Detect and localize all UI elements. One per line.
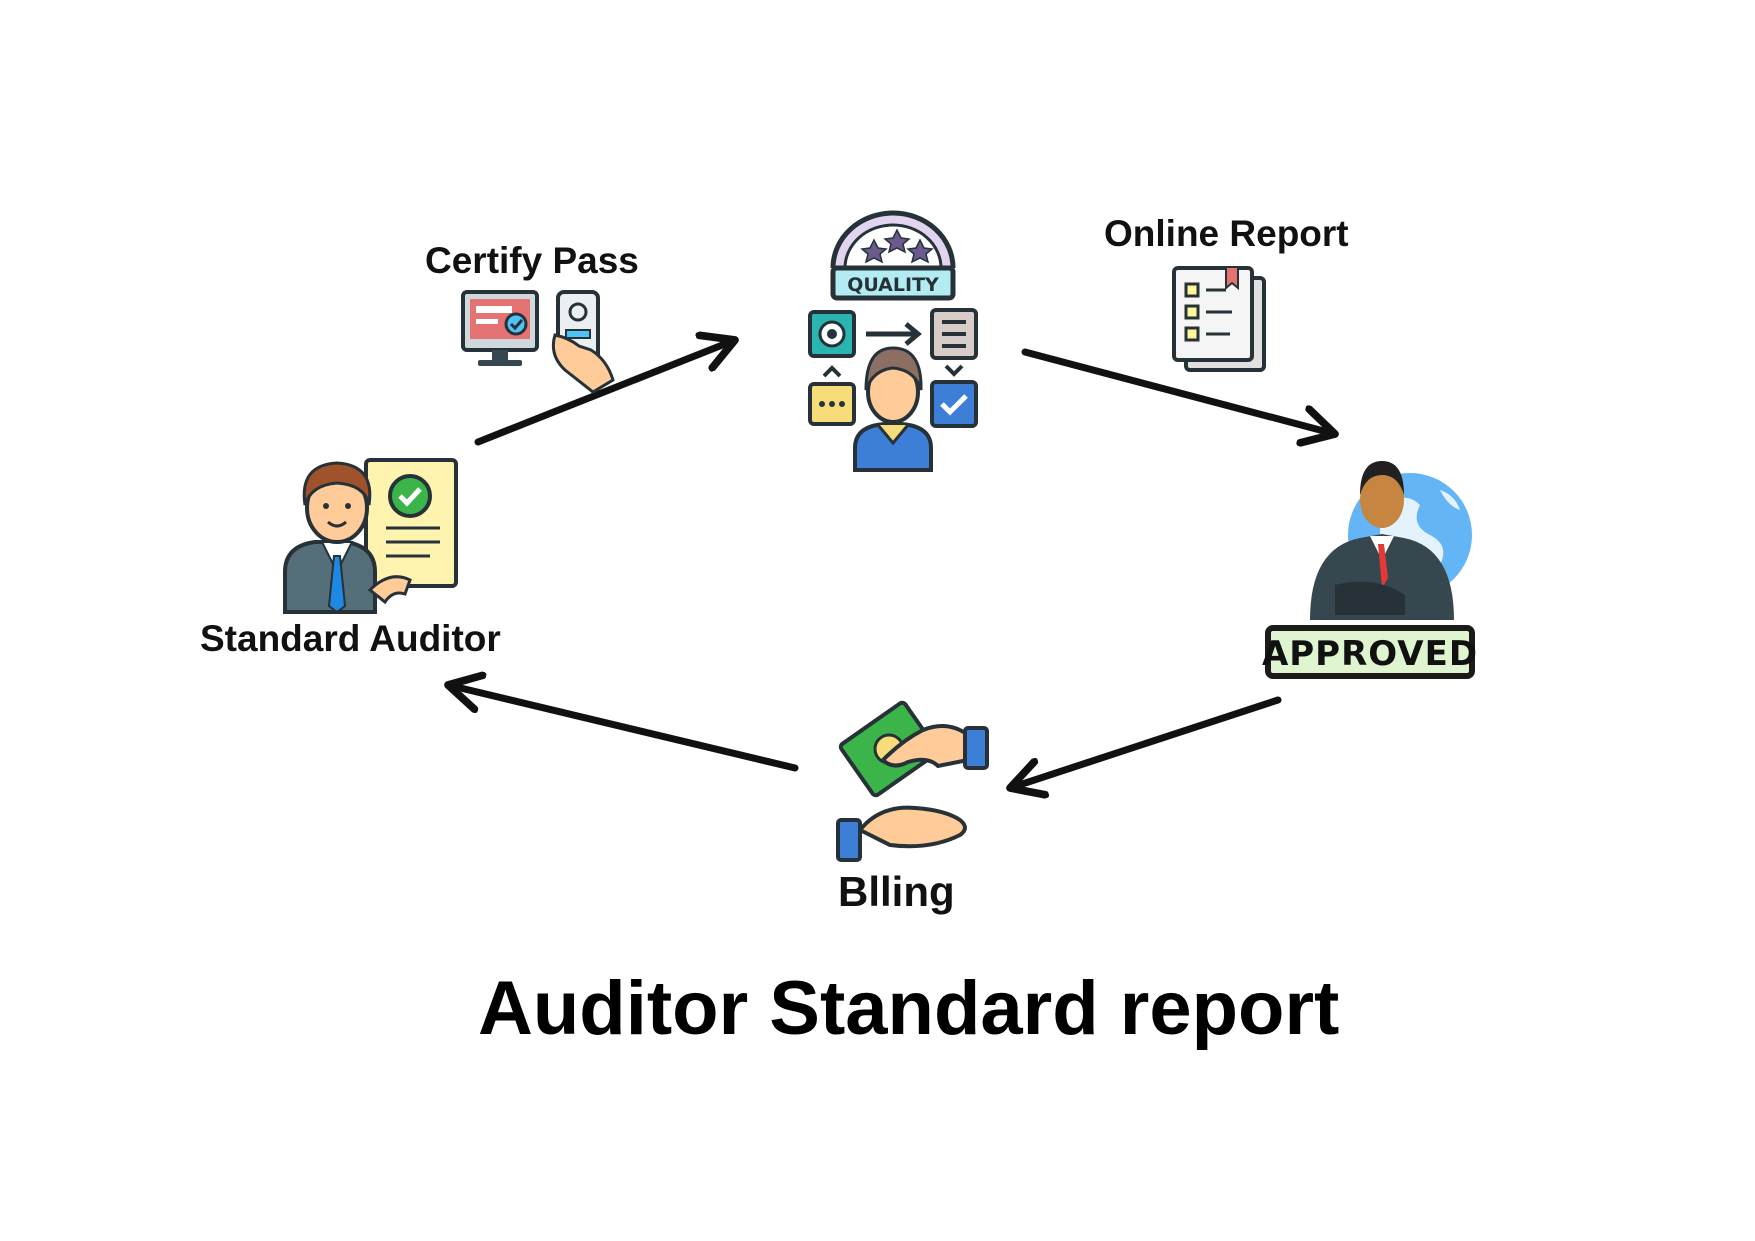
quality-badge-icon	[830, 210, 956, 301]
diagram-title: Auditor Standard report	[478, 966, 1340, 1051]
standard-auditor-label: Standard Auditor	[200, 618, 501, 659]
arrow-approved-to-billing	[1010, 696, 1282, 788]
arrow-quality-to-approved	[1021, 348, 1335, 434]
auditor-certificate-icon	[283, 458, 458, 614]
arrow-billing-to-auditor	[448, 685, 799, 772]
businessman-globe-icon	[1310, 461, 1472, 620]
money-exchange-hands-icon	[836, 700, 989, 862]
online-report-label: Online Report	[1104, 213, 1349, 254]
checklist-report-icon	[1172, 266, 1266, 372]
approved-stamp-text: APPROVED	[1262, 634, 1478, 674]
phone-pass-icon	[551, 290, 615, 394]
certify-pass-label: Certify Pass	[425, 240, 639, 281]
arrow-auditor-to-quality	[474, 340, 735, 446]
approved-stamp: APPROVED	[1262, 625, 1478, 679]
computer-pass-icon	[461, 290, 539, 366]
billing-label: Blling	[838, 868, 955, 915]
workflow-person-icon	[808, 308, 978, 472]
